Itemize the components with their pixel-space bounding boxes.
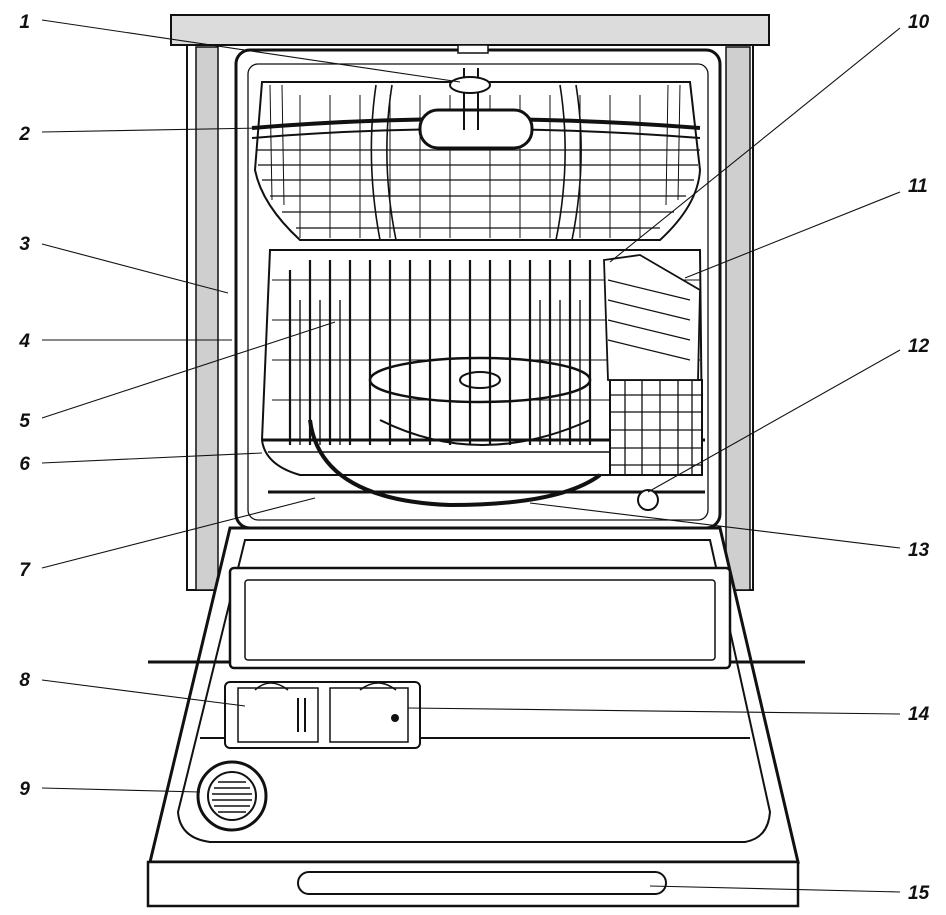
- leader-lines: [41, 19, 901, 893]
- countertop: [170, 14, 770, 46]
- callout-1: 1: [19, 12, 30, 33]
- callout-10: 10: [908, 12, 930, 33]
- door-handle: [297, 871, 667, 895]
- upper-rack-basket: [253, 81, 702, 241]
- leader-15: [649, 885, 901, 893]
- upper-spray-arm: [449, 76, 491, 94]
- door-inner-liner: [176, 539, 772, 843]
- door: [146, 526, 805, 908]
- lower-rack-tines: [288, 260, 592, 445]
- callout-8: 8: [19, 670, 30, 691]
- upper-rack: [251, 68, 702, 241]
- leader-1: [41, 19, 461, 83]
- leader-2: [41, 127, 263, 133]
- callout-7: 7: [19, 560, 31, 581]
- callout-12: 12: [908, 336, 930, 357]
- vent-latch: [457, 44, 489, 54]
- callout-2: 2: [18, 124, 30, 145]
- callout-5: 5: [19, 411, 30, 432]
- tub-inner-wall: [247, 63, 709, 521]
- leader-12: [647, 349, 901, 493]
- callout-3: 3: [19, 234, 30, 255]
- callout-13: 13: [908, 540, 930, 561]
- callout-14: 14: [908, 704, 930, 725]
- leader-10: [609, 27, 901, 263]
- silverware-basket: [603, 254, 703, 476]
- rinse-aid-cap: [637, 489, 659, 511]
- callout-11: 11: [908, 176, 928, 197]
- leader-7: [41, 497, 316, 569]
- leader-11: [684, 191, 901, 279]
- vent-grille: [196, 760, 268, 832]
- lower-rack: [260, 249, 705, 511]
- leader-5: [41, 321, 336, 419]
- leader-6: [41, 452, 263, 464]
- callout-9: 9: [19, 779, 30, 800]
- callout-6: 6: [19, 454, 30, 475]
- callout-15: 15: [908, 883, 930, 904]
- callout-numbers: 1 2 3 4 5 6 7 8 9 10 11 12 13 14 15: [18, 12, 929, 904]
- right-side-wall: [725, 46, 751, 591]
- leader-3: [41, 243, 229, 294]
- leader-9: [41, 787, 201, 793]
- leader-8: [41, 679, 246, 707]
- detergent-dispenser: [224, 681, 421, 749]
- left-side-wall: [195, 46, 219, 591]
- leader-13: [529, 502, 901, 549]
- upper-rack-handle: [418, 108, 534, 150]
- callout-4: 4: [18, 331, 30, 352]
- leader-14: [407, 707, 901, 715]
